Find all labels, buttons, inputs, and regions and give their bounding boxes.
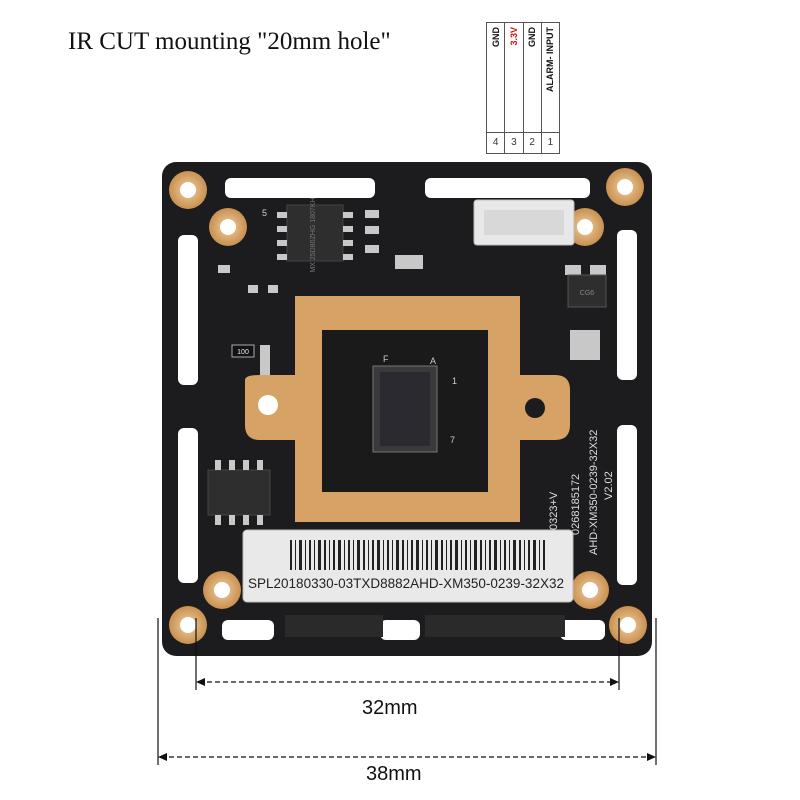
resistor xyxy=(231,344,255,358)
part-text-2: AHD-XM350-0239-32X32 xyxy=(588,430,600,555)
pin-number: 4 xyxy=(492,137,499,148)
pin-number: 2 xyxy=(522,133,541,153)
pin-table: GND 3.3V GND ALARM- INPUT 4 3 2 1 xyxy=(486,22,560,154)
slot xyxy=(425,178,590,198)
slot xyxy=(178,235,198,385)
marker-7: 7 xyxy=(450,435,455,445)
barcode-bars xyxy=(290,540,545,570)
cg-chip-text: CG6 xyxy=(580,290,595,297)
marker-1: 1 xyxy=(452,376,457,386)
flash-chip xyxy=(286,204,344,262)
part-text-4: 0323+V xyxy=(548,491,560,530)
slot xyxy=(222,620,274,640)
dimension-outer-label: 38mm xyxy=(366,763,422,785)
pin-col-3: 3.3V xyxy=(504,23,522,132)
pin-col-1: ALARM- INPUT xyxy=(540,23,559,132)
caption-title: IR CUT mounting "20mm hole" xyxy=(68,28,391,55)
lower-left-chip xyxy=(207,469,271,516)
slot xyxy=(560,620,605,640)
pin-number: 3 xyxy=(504,133,522,153)
flash-chip-text: MX 25D80ZHG 1807KH xyxy=(310,197,317,272)
label-text: SPL20180330-03TXD8882AHD-XM350-0239-32X3… xyxy=(248,576,564,591)
part-text-1: 0268185172 xyxy=(570,474,582,535)
slot xyxy=(380,620,420,640)
dimension-38mm xyxy=(157,618,657,765)
cg-chip xyxy=(567,274,607,308)
pin-numbers-row: 4 3 2 1 xyxy=(487,133,559,153)
dimension-inner-label: 32mm xyxy=(362,697,418,719)
slot xyxy=(617,425,637,585)
slot xyxy=(617,230,637,380)
resistor-text: 100 xyxy=(237,349,249,356)
marker-A: A xyxy=(430,356,436,366)
part-text-3: V2.02 xyxy=(603,471,615,500)
pin-number: 1 xyxy=(540,133,559,153)
pin-col-2: GND xyxy=(522,23,541,132)
slot xyxy=(178,428,198,583)
marker-5: 5 xyxy=(262,208,267,218)
mounting-pads xyxy=(169,168,647,644)
slot xyxy=(225,178,375,198)
marker-F: F xyxy=(383,354,389,364)
pin-labels-row: GND 3.3V GND ALARM- INPUT xyxy=(487,23,559,133)
dimension-32mm xyxy=(195,618,620,690)
